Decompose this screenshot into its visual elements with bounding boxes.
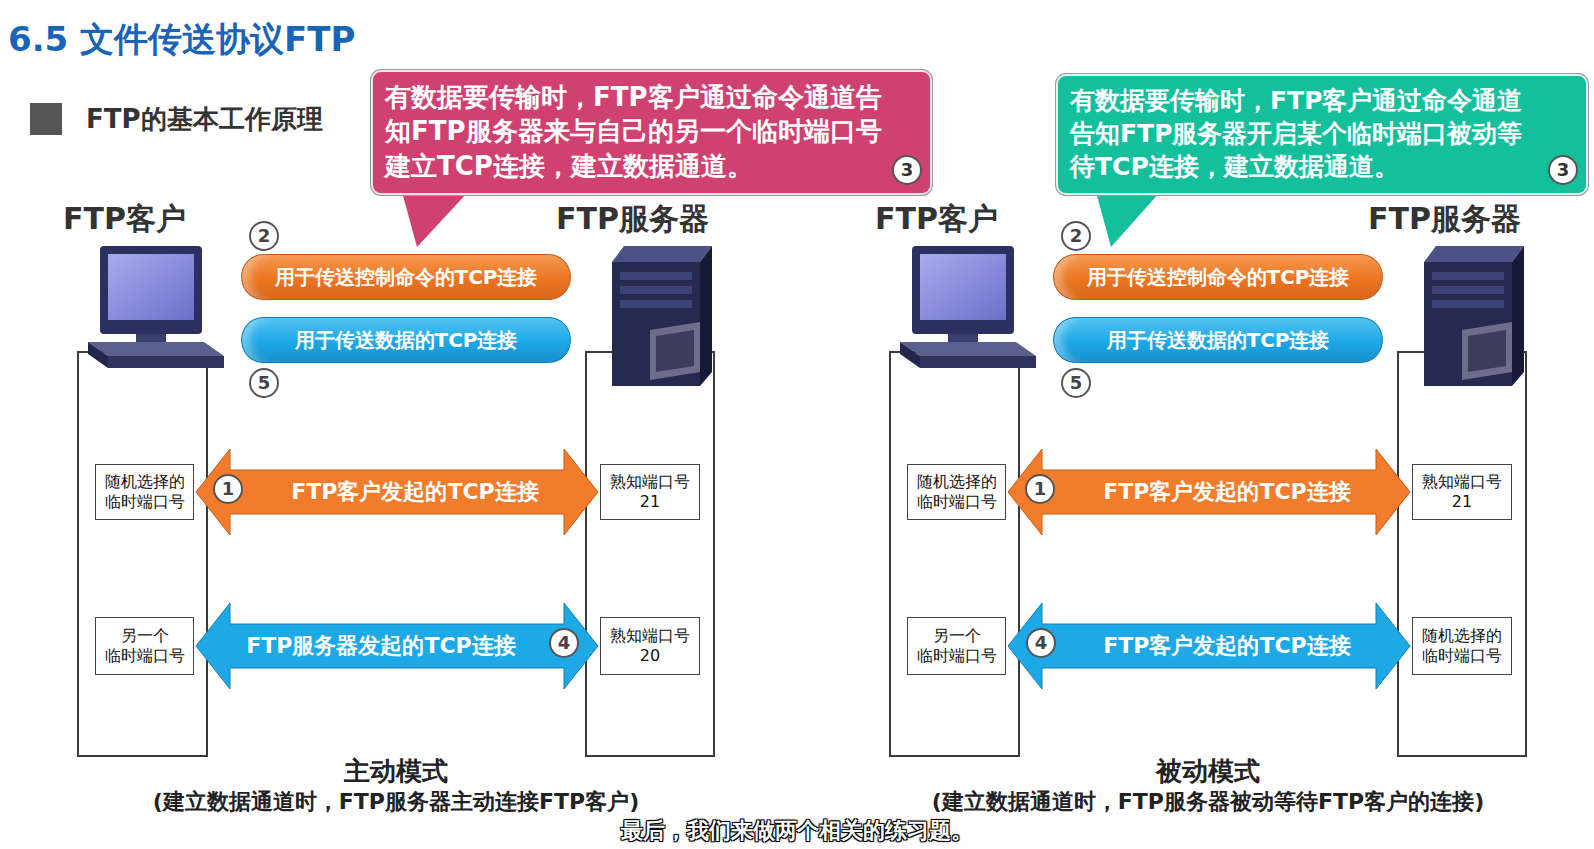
server-column: FTP服务器熟知端口号 21随机选择的 临时端口号 <box>1397 351 1527 757</box>
port-box: 随机选择的 临时端口号 <box>907 464 1006 520</box>
callout-number: 3 <box>1548 155 1578 185</box>
callout-bubble: 有数据要传输时，FTP客户通过命令通道告知FTP服务器开启某个临时端口被动等待T… <box>1056 74 1588 195</box>
callout-text: 有数据要传输时，FTP客户通过命令通道告知FTP服务器来与自己的另一个临时端口号… <box>385 80 888 183</box>
callout-number: 5 <box>249 368 279 398</box>
connection-label: FTP服务器发起的TCP连接 <box>246 632 515 660</box>
server-icon <box>1424 246 1524 386</box>
port-label: 随机选择的 临时端口号 <box>100 472 189 512</box>
callout-pointer <box>1096 192 1160 247</box>
server-column: FTP服务器熟知端口号 21熟知端口号 20 <box>585 351 715 757</box>
callout-number: 2 <box>249 221 279 251</box>
port-label: 熟知端口号 21 <box>1417 472 1507 512</box>
callout-number: 1 <box>213 474 243 504</box>
callout-number: 5 <box>1061 368 1091 398</box>
port-label: 熟知端口号 21 <box>605 472 695 512</box>
client-column: FTP客户随机选择的 临时端口号另一个 临时端口号 <box>77 351 208 757</box>
mode-title: 被动模式 <box>1156 756 1260 786</box>
column-heading: FTP服务器 <box>556 201 709 237</box>
port-box: 随机选择的 临时端口号 <box>1412 617 1512 675</box>
mode-caption: (建立数据通道时，FTP服务器被动等待FTP客户的连接) <box>932 789 1484 815</box>
double-arrow-connection <box>1008 449 1410 535</box>
connection-label: FTP客户发起的TCP连接 <box>291 478 538 506</box>
callout-pointer <box>402 192 468 247</box>
port-label: 另一个 临时端口号 <box>912 626 1001 666</box>
client-computer-icon <box>900 246 1036 368</box>
double-arrow-connection <box>196 449 598 535</box>
bullet-square <box>30 103 62 135</box>
data-connection-pipe: 用于传送数据的TCP连接 <box>1053 317 1383 363</box>
port-label: 熟知端口号 20 <box>605 626 695 666</box>
port-label: 随机选择的 临时端口号 <box>1417 626 1507 666</box>
page-title: 6.5 文件传送协议FTP <box>8 18 355 60</box>
pipe-label: 用于传送数据的TCP连接 <box>1107 327 1330 354</box>
data-connection-pipe: 用于传送数据的TCP连接 <box>241 317 571 363</box>
callout-number: 3 <box>892 155 922 185</box>
callout-number: 4 <box>549 628 579 658</box>
client-column: FTP客户随机选择的 临时端口号另一个 临时端口号 <box>889 351 1020 757</box>
port-box: 另一个 临时端口号 <box>95 617 194 675</box>
double-arrow-connection <box>196 603 598 689</box>
control-connection-pipe: 用于传送控制命令的TCP连接 <box>1053 254 1383 300</box>
callout-number: 2 <box>1061 221 1091 251</box>
port-box: 随机选择的 临时端口号 <box>95 464 194 520</box>
client-computer-icon <box>88 246 224 368</box>
mode-title: 主动模式 <box>344 756 448 786</box>
column-heading: FTP客户 <box>63 201 186 237</box>
mode-caption: (建立数据通道时，FTP服务器主动连接FTP客户) <box>153 789 639 815</box>
port-label: 另一个 临时端口号 <box>100 626 189 666</box>
pipe-label: 用于传送数据的TCP连接 <box>295 327 518 354</box>
server-icon <box>612 246 712 386</box>
port-box: 熟知端口号 21 <box>600 464 700 520</box>
double-arrow-connection <box>1008 603 1410 689</box>
column-heading: FTP客户 <box>875 201 998 237</box>
port-box: 另一个 临时端口号 <box>907 617 1006 675</box>
port-box: 熟知端口号 21 <box>1412 464 1512 520</box>
pipe-label: 用于传送控制命令的TCP连接 <box>1087 264 1350 291</box>
section-heading: FTP的基本工作原理 <box>86 104 323 134</box>
port-label: 随机选择的 临时端口号 <box>912 472 1001 512</box>
connection-label: FTP客户发起的TCP连接 <box>1103 478 1350 506</box>
callout-number: 4 <box>1026 628 1056 658</box>
pipe-label: 用于传送控制命令的TCP连接 <box>275 264 538 291</box>
column-heading: FTP服务器 <box>1368 201 1521 237</box>
port-box: 熟知端口号 20 <box>600 617 700 675</box>
callout-bubble: 有数据要传输时，FTP客户通过命令通道告知FTP服务器来与自己的另一个临时端口号… <box>371 70 932 195</box>
callout-number: 1 <box>1025 474 1055 504</box>
connection-label: FTP客户发起的TCP连接 <box>1103 632 1350 660</box>
control-connection-pipe: 用于传送控制命令的TCP连接 <box>241 254 571 300</box>
callout-text: 有数据要传输时，FTP客户通过命令通道告知FTP服务器开启某个临时端口被动等待T… <box>1070 84 1544 183</box>
video-subtitle: 最后，我们来做两个相关的练习题。 <box>621 818 973 844</box>
